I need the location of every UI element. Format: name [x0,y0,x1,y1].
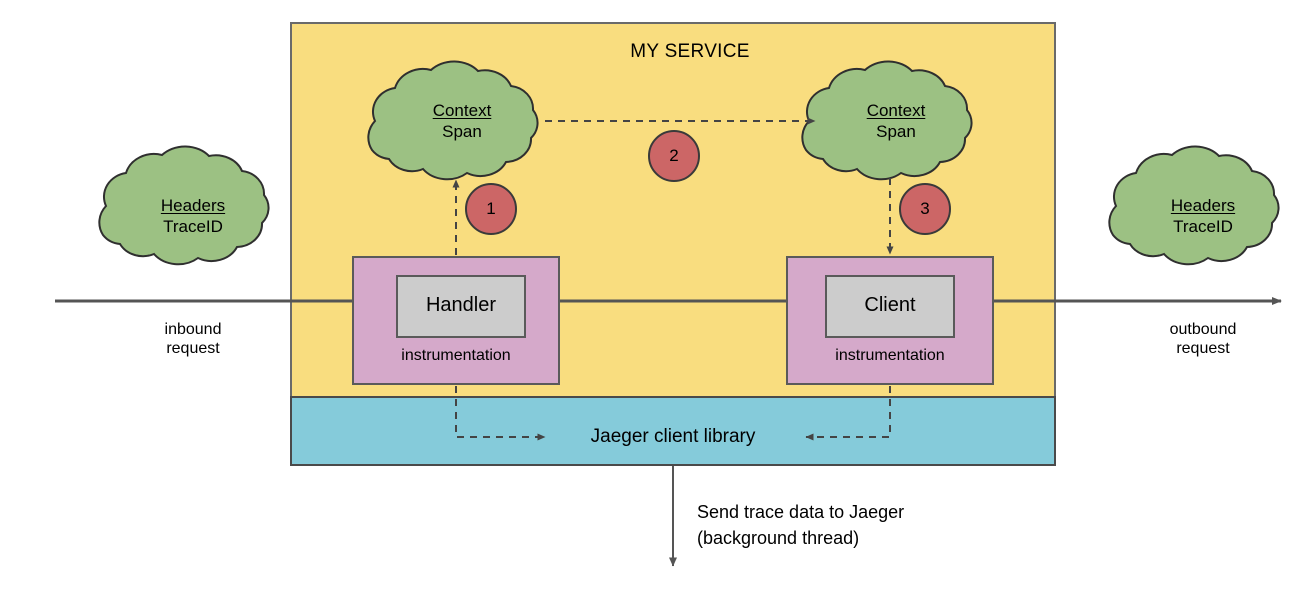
handler-instrumentation-box [352,256,560,385]
jaeger-client-library-bar [290,396,1056,466]
handler-label: Handler [425,294,497,316]
context-cloud-left-context-label: Context [432,101,492,120]
client-label: Client [864,294,916,316]
inbound-headers-cloud [98,145,270,266]
context-span-cloud-left [367,60,539,181]
send-trace-data-caption: Send trace data to Jaeger (background th… [697,502,905,549]
inbound-request-caption: inbound request [164,321,222,357]
step-marker-2-number: 2 [669,146,679,165]
inbound-cloud-headers-label: Headers [160,196,226,215]
context-span-cloud-right [801,60,973,181]
inbound-cloud-traceid-label: TraceID [163,217,223,236]
context-cloud-right-context-label: Context [866,101,926,120]
client-instrumentation-box [786,256,994,385]
step-marker-1-number: 1 [486,199,496,218]
step-marker-1 [465,183,517,235]
step-marker-3-number: 3 [920,199,930,218]
step-marker-3 [899,183,951,235]
jaeger-client-library-label: Jaeger client library [590,426,756,447]
dashed-arrow-client-to-jaeger [805,386,891,441]
handler-instrumentation-label: instrumentation [401,347,511,364]
context-cloud-right-span-label: Span [876,122,916,141]
my-service-label: MY SERVICE [630,41,750,62]
context-cloud-left-span-label: Span [442,122,482,141]
outbound-request-caption: outbound request [1169,321,1237,357]
outbound-cloud-headers-label: Headers [1170,196,1236,215]
outbound-headers-cloud [1108,145,1280,266]
client-instrumentation-label: instrumentation [835,347,945,364]
step-marker-2 [648,130,700,182]
outbound-cloud-traceid-label: TraceID [1173,217,1233,236]
dashed-arrow-handler-to-jaeger [455,386,546,441]
